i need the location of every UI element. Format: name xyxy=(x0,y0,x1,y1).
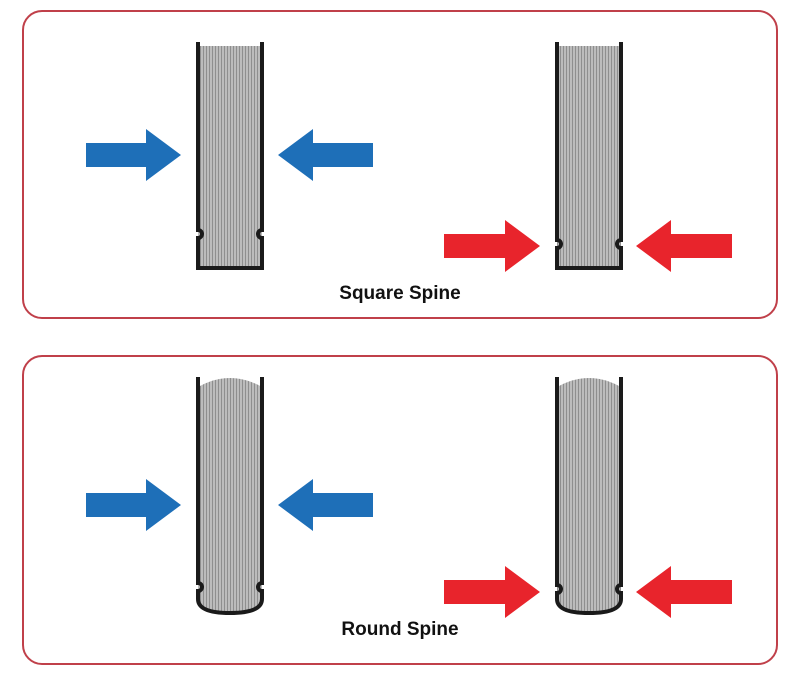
blue-arrow-right xyxy=(278,479,373,531)
book-cover-outline xyxy=(196,377,264,616)
book-cover-outline xyxy=(196,42,264,270)
blue-arrow-right xyxy=(278,129,373,181)
red-arrow-left xyxy=(444,566,540,618)
red-arrow-right xyxy=(636,220,732,272)
round-book-left xyxy=(196,377,264,616)
square-book-left xyxy=(196,42,264,270)
book-pages xyxy=(557,46,621,268)
square-book-right xyxy=(555,42,623,270)
book-pages xyxy=(198,46,262,268)
square-spine-panel: Square Spine xyxy=(22,10,778,319)
red-arrow-left xyxy=(444,220,540,272)
book-pages xyxy=(557,378,621,613)
round-book-right xyxy=(555,377,623,616)
round-spine-diagram xyxy=(86,377,732,618)
book-cover-outline xyxy=(555,377,623,616)
book-pages xyxy=(198,378,262,613)
book-cover-outline xyxy=(555,42,623,270)
blue-arrow-left xyxy=(86,479,181,531)
red-arrow-right xyxy=(636,566,732,618)
square-spine-label: Square Spine xyxy=(339,283,461,304)
round-spine-label: Round Spine xyxy=(341,619,459,640)
round-spine-panel: Round Spine xyxy=(22,355,778,665)
square-spine-diagram xyxy=(86,42,732,272)
blue-arrow-left xyxy=(86,129,181,181)
